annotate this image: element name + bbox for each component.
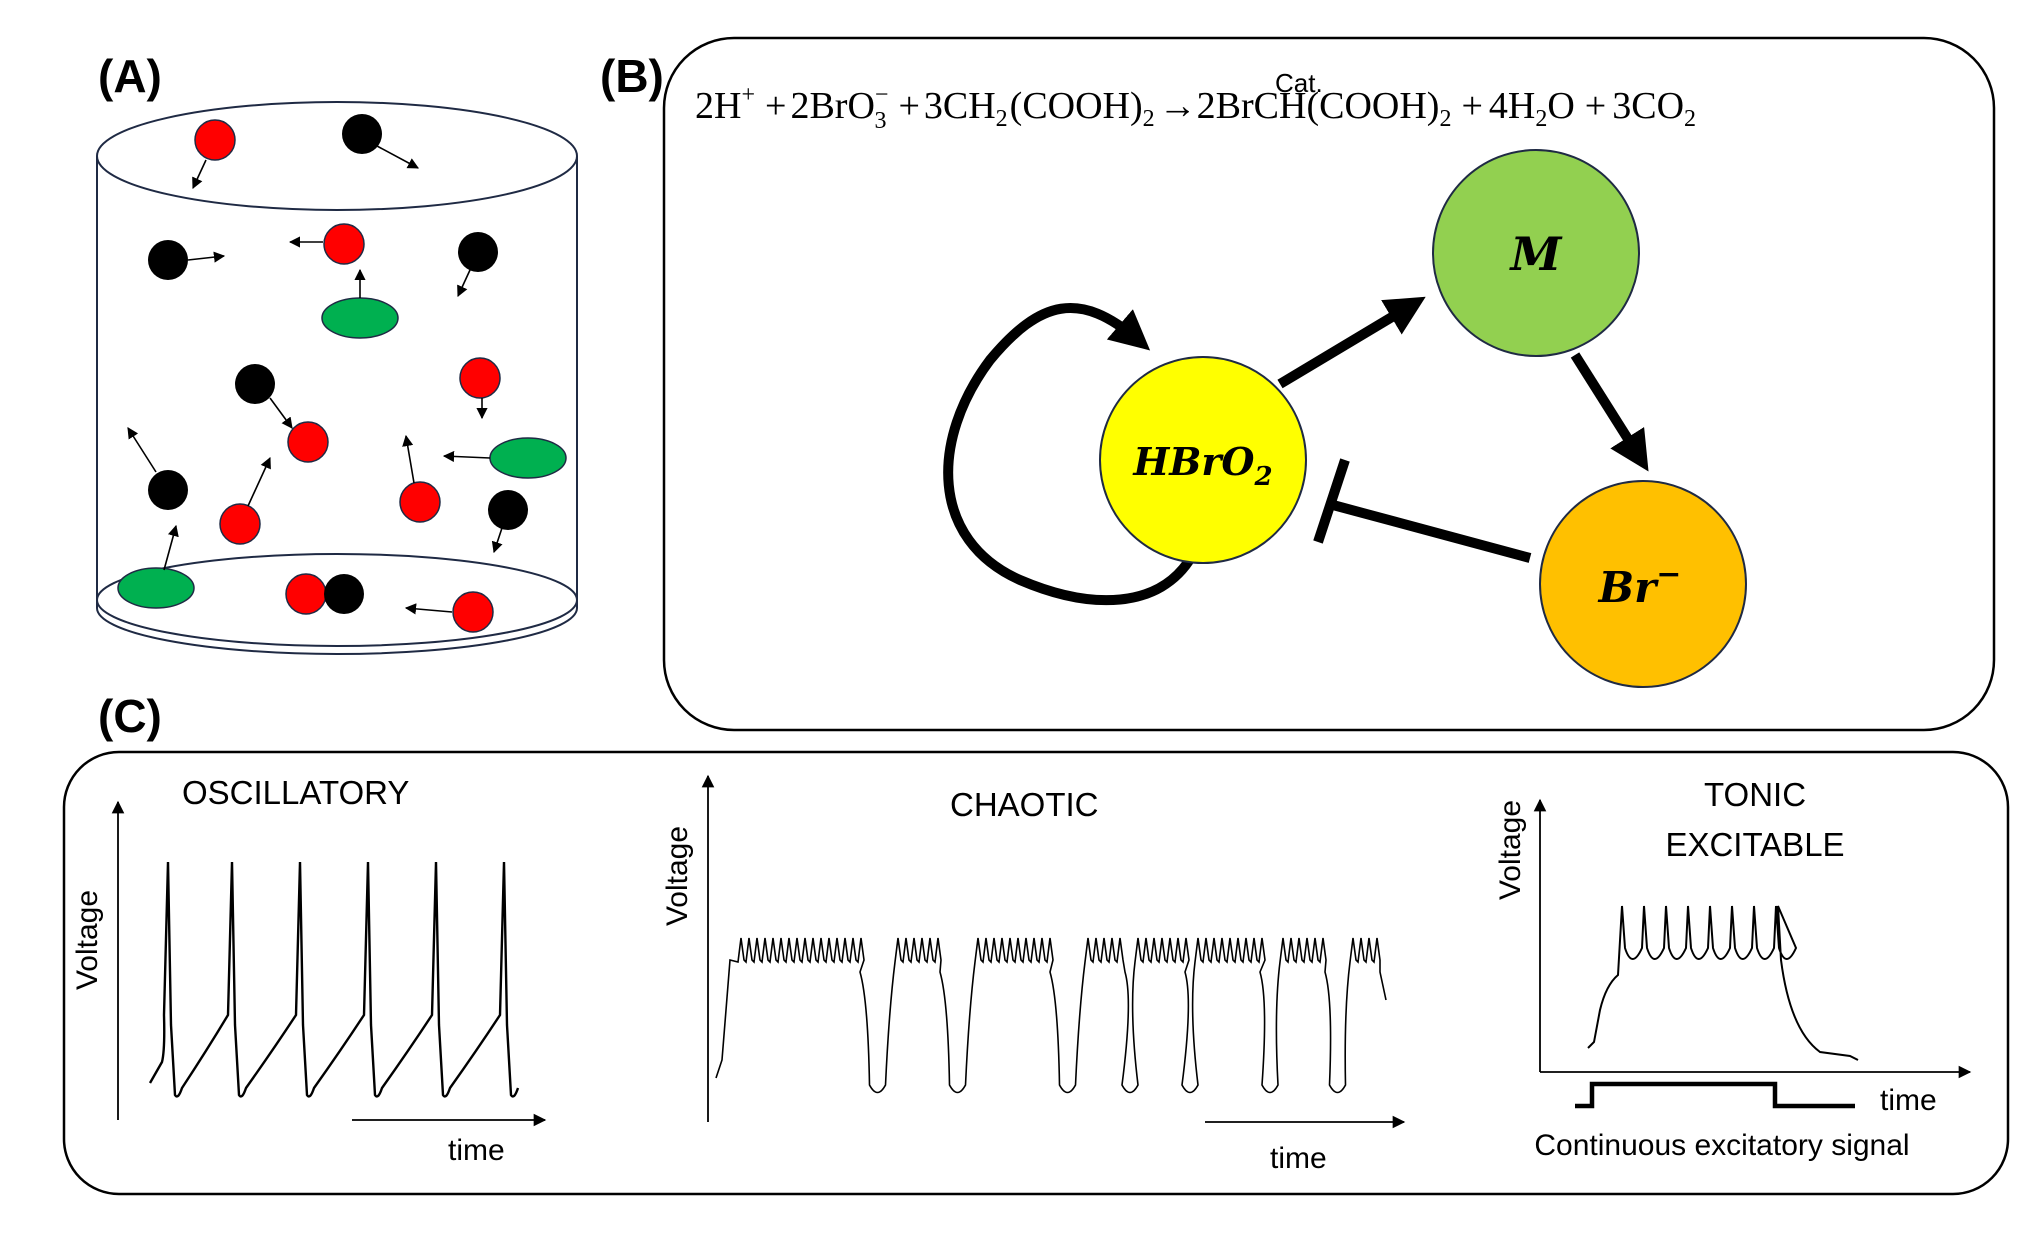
node-m: M (1432, 149, 1640, 357)
catalyst-label: Cat. (1275, 68, 1323, 98)
tonic-xlabel: time (1880, 1084, 1937, 1117)
chaotic-title: CHAOTIC (950, 786, 1099, 823)
panel-b: (B) 2H++2BrO−3+3CH2(COOH)2→2BrCH(COOH)2+… (600, 36, 1996, 732)
black-particle (488, 490, 528, 530)
red-particle (323, 223, 365, 265)
panel-b-label: (B) (600, 50, 664, 102)
green-catalyst (321, 297, 399, 339)
panel-a: (A) (96, 50, 578, 655)
oscillatory-trace (148, 861, 520, 1098)
oscillatory-ylabel: Voltage (71, 890, 104, 990)
panel-b-frame (662, 36, 1996, 732)
autocatalysis-arrow (943, 303, 1197, 606)
black-particle (458, 232, 498, 272)
red-particle (399, 481, 441, 523)
motion-arrows (127, 145, 503, 615)
svg-text:HBrO2: HBrO2 (1132, 439, 1272, 492)
node-br: Br− (1539, 480, 1747, 688)
green-catalyst (489, 437, 567, 479)
tonic-plot: TONIC EXCITABLE Voltage time Continuous … (1494, 776, 1972, 1162)
oscillatory-title: OSCILLATORY (182, 774, 409, 811)
reaction-equation: 2H++2BrO−3+3CH2(COOH)2→2BrCH(COOH)2+4H2O… (695, 82, 1696, 134)
tonic-trace (1587, 905, 1859, 1061)
chaotic-ylabel: Voltage (661, 826, 694, 926)
red-particle (287, 421, 329, 463)
red-particle (219, 503, 261, 545)
tonic-title-line1: TONIC (1704, 776, 1806, 813)
chaotic-plot: CHAOTIC Voltage time (661, 774, 1406, 1175)
black-particle (148, 240, 188, 280)
oscillatory-xlabel: time (448, 1134, 505, 1167)
red-particle (459, 357, 501, 399)
node-m-label: M (1509, 227, 1564, 281)
black-particle (148, 470, 188, 510)
conversion-arrow (1570, 352, 1649, 472)
node-br-label: Br (1598, 563, 1659, 612)
oscillatory-plot: OSCILLATORY Voltage time (71, 774, 547, 1167)
production-arrow (1277, 296, 1426, 389)
panel-c: (C) OSCILLATORY Voltage time CHAOTIC Vol… (62, 690, 2010, 1196)
excitatory-signal-label: Continuous excitatory signal (1534, 1129, 1909, 1162)
node-hbro2-label: HBrO (1132, 439, 1254, 484)
chaotic-xlabel: time (1270, 1142, 1327, 1175)
particles (117, 114, 567, 633)
chaotic-trace (715, 937, 1387, 1094)
tonic-title-line2: EXCITABLE (1665, 826, 1844, 863)
panel-a-label: (A) (98, 50, 162, 102)
cylinder (96, 101, 578, 655)
panel-c-label: (C) (98, 690, 162, 742)
black-particle (342, 114, 382, 154)
red-particle (452, 591, 494, 633)
network-edges (943, 296, 1649, 606)
inhibition-line (1331, 500, 1532, 563)
panel-c-frame (62, 750, 2010, 1196)
node-hbro2: HBrO2 (1099, 356, 1307, 564)
svg-text:Br−: Br− (1598, 557, 1682, 612)
red-particle (194, 119, 236, 161)
excitatory-signal-trace (1575, 1081, 1855, 1109)
inhibition-bar (1313, 458, 1350, 544)
red-particle (285, 573, 327, 615)
black-particle (235, 364, 275, 404)
tonic-ylabel: Voltage (1494, 800, 1527, 900)
green-catalyst (117, 567, 195, 609)
black-particle (324, 574, 364, 614)
